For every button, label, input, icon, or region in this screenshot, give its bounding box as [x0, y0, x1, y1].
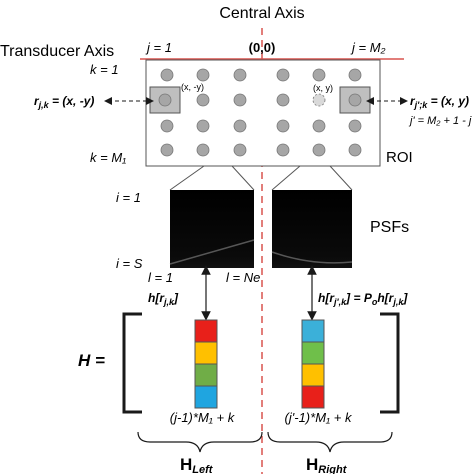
r-left-label: rj,k = (x, -y) — [34, 94, 94, 110]
circle-grid-left — [158, 68, 247, 157]
grid-circle — [233, 68, 247, 82]
H-left-label: HLeft — [180, 455, 214, 474]
grid-circle — [158, 93, 172, 107]
central-axis-label: Central Axis — [219, 5, 304, 22]
h-left-label: h[rj,k] — [148, 291, 179, 307]
i-s-label: i = S — [116, 256, 143, 271]
k-m1-label: k = M₁ — [90, 150, 126, 165]
grid-circle — [348, 68, 362, 82]
j-m2-label: j = M₂ — [350, 40, 386, 55]
r-right-label: rj';k = (x, y) — [410, 94, 469, 110]
highlight-box-left — [149, 86, 181, 114]
l-ne-label: l = Ne — [226, 270, 260, 285]
jprime-label: j' = M₂ + 1 - j — [408, 115, 472, 127]
vector-cell — [301, 341, 325, 365]
grid-circle — [276, 143, 290, 157]
grid-circle — [312, 143, 326, 157]
connector-line — [329, 165, 353, 191]
grid-circle — [196, 68, 210, 82]
vector-cell — [194, 341, 218, 365]
matrix-bracket-left — [122, 312, 142, 414]
coord-right-label: (x, y) — [313, 83, 333, 93]
psf-curve-left — [169, 239, 255, 265]
grid-circle — [276, 119, 290, 133]
vector-cell — [194, 385, 218, 409]
vector-cell — [194, 319, 218, 343]
vector-cell — [301, 385, 325, 409]
grid-circle — [233, 143, 247, 157]
l-one-label: l = 1 — [148, 270, 173, 285]
grid-circle — [348, 143, 362, 157]
H-right-label: HRight — [306, 455, 348, 474]
psf-panel-left — [170, 190, 254, 268]
circle-grid-right — [276, 68, 362, 157]
k-one-label: k = 1 — [90, 62, 119, 77]
h-right-label: h[rj',k] = Poh[rj,k] — [318, 291, 408, 307]
brace-left — [137, 431, 263, 453]
grid-circle — [276, 68, 290, 82]
psf-panel-right — [272, 190, 352, 268]
coord-left-label: (x, -y) — [181, 82, 204, 92]
grid-circle — [233, 93, 247, 107]
grid-circle — [312, 68, 326, 82]
H-equals-label: H = — [78, 351, 105, 370]
vector-cell — [301, 319, 325, 343]
vector-cell — [301, 363, 325, 387]
origin-label: (0,0) — [249, 40, 276, 55]
grid-circle — [348, 119, 362, 133]
grid-circle-mirror — [312, 93, 326, 107]
matrix-bracket-right — [380, 312, 400, 414]
grid-circle — [196, 93, 210, 107]
grid-circle — [233, 119, 247, 133]
j-one-label: j = 1 — [145, 40, 172, 55]
psfs-label: PSFs — [370, 219, 409, 236]
grid-circle — [196, 143, 210, 157]
grid-circle — [160, 68, 174, 82]
transducer-axis-label: Transducer Axis — [0, 43, 114, 60]
connector-line — [231, 165, 255, 191]
grid-circle — [312, 119, 326, 133]
psf-curve-right — [271, 251, 353, 264]
idx-right-label: (j'-1)*M₁ + k — [285, 410, 353, 425]
connector-line — [169, 165, 205, 191]
roi-label: ROI — [386, 149, 413, 166]
vector-cell — [194, 363, 218, 387]
i-one-label: i = 1 — [116, 190, 141, 205]
grid-circle — [276, 93, 290, 107]
grid-circle — [348, 93, 362, 107]
grid-circle — [160, 119, 174, 133]
idx-left-label: (j-1)*M₁ + k — [170, 410, 236, 425]
connector-line — [271, 165, 301, 191]
vector-right — [301, 319, 325, 409]
grid-circle — [196, 119, 210, 133]
vector-left — [194, 319, 218, 409]
grid-circle — [160, 143, 174, 157]
brace-right — [267, 431, 393, 453]
